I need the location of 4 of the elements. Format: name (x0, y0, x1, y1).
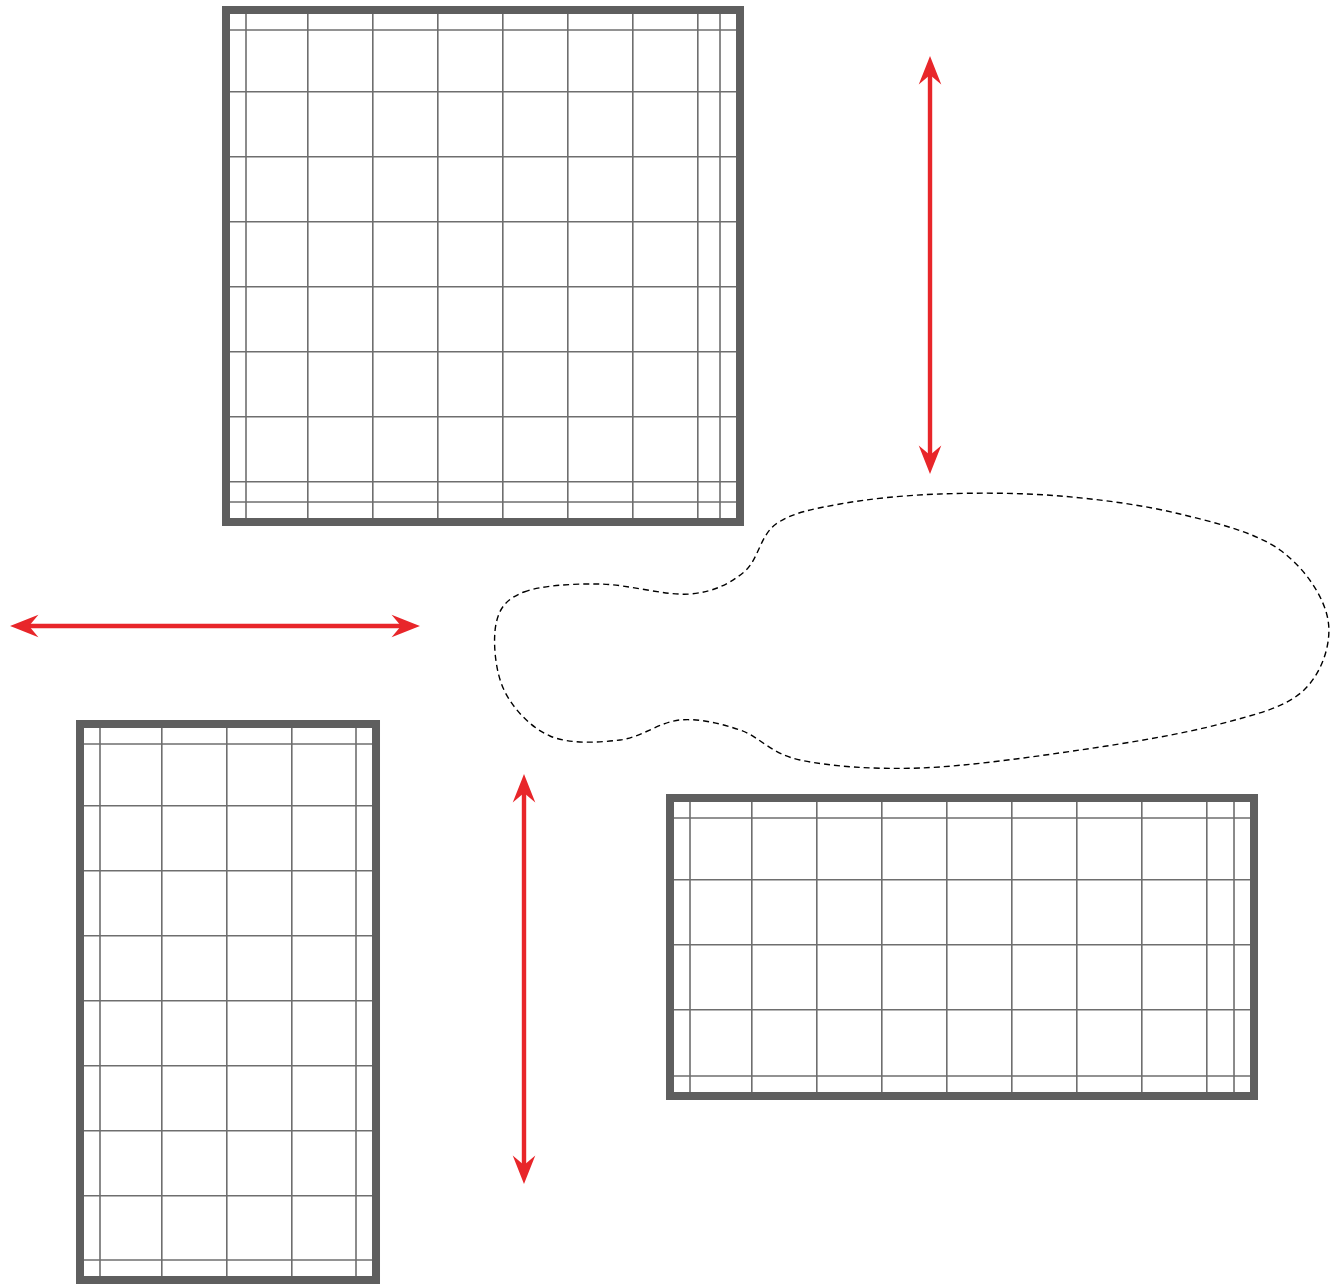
grid-drawing (666, 794, 1258, 1100)
grid-drawing (76, 720, 380, 1284)
grid-drawing (222, 6, 744, 526)
dashed-outline (493, 492, 1330, 770)
